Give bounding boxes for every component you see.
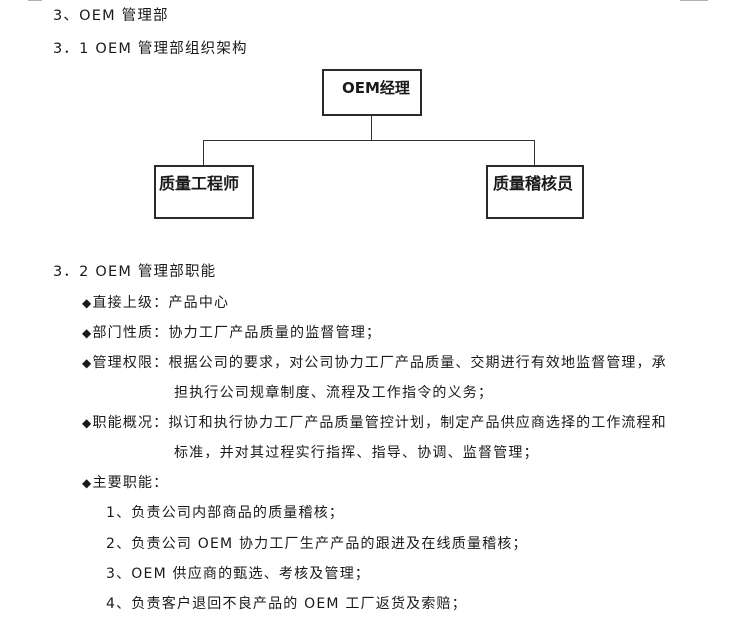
function-item-nature: ◆部门性质：协力工厂产品质量的监督管理； xyxy=(82,322,381,342)
org-box-quality-engineer: 质量工程师 xyxy=(154,165,254,219)
item-label: 管理权限： xyxy=(92,355,169,371)
item-label: 直接上级： xyxy=(92,295,169,311)
item-label: 部门性质： xyxy=(92,325,169,341)
connector-vertical-right xyxy=(534,140,535,166)
function-item-overview-cont: 标准，并对其过程实行指挥、指导、协调、监督管理； xyxy=(174,445,539,461)
diamond-bullet-icon: ◆ xyxy=(82,326,93,340)
function-item-authority: ◆管理权限：根据公司的要求，对公司协力工厂产品质量、交期进行有效地监督管理，承 xyxy=(82,352,667,372)
item-label: 主要职能： xyxy=(92,475,169,491)
item-text: 协力工厂产品质量的监督管理； xyxy=(168,325,382,341)
duty-item-1: 1、负责公司内部商品的质量稽核； xyxy=(106,505,345,521)
item-label: 职能概况： xyxy=(92,415,169,431)
function-item-authority-cont: 担执行公司规章制度、流程及工作指令的义务； xyxy=(174,385,494,401)
diamond-bullet-icon: ◆ xyxy=(82,296,93,310)
item-text: 根据公司的要求，对公司协力工厂产品质量、交期进行有效地监督管理，承 xyxy=(168,355,667,371)
function-item-overview: ◆职能概况：拟订和执行协力工厂产品质量管控计划，制定产品供应商选择的工作流程和 xyxy=(82,412,667,432)
org-box-oem-manager: OEM经理 xyxy=(322,69,422,116)
function-item-supervisor: ◆直接上级：产品中心 xyxy=(82,292,229,312)
diamond-bullet-icon: ◆ xyxy=(82,416,93,430)
diamond-bullet-icon: ◆ xyxy=(82,476,93,490)
org-label-oem-manager: OEM经理 xyxy=(342,79,410,97)
function-item-main-duties: ◆主要职能： xyxy=(82,472,168,492)
org-box-quality-auditor: 质量稽核员 xyxy=(486,165,584,219)
org-label-quality-engineer: 质量工程师 xyxy=(159,174,240,193)
diamond-bullet-icon: ◆ xyxy=(82,356,93,370)
duty-item-2: 2、负责公司 OEM 协力工厂生产产品的跟进及在线质量稽核； xyxy=(106,536,528,552)
connector-vertical-left xyxy=(203,140,204,166)
item-text: 产品中心 xyxy=(168,295,230,311)
subsection-functions: 3．2 OEM 管理部职能 xyxy=(53,264,217,280)
connector-horizontal xyxy=(203,140,535,141)
page-corner-mark-right xyxy=(680,0,708,1)
duty-item-3: 3、OEM 供应商的甄选、考核及管理； xyxy=(106,566,371,582)
item-text: 拟订和执行协力工厂产品质量管控计划，制定产品供应商选择的工作流程和 xyxy=(168,415,667,431)
connector-vertical-root xyxy=(371,116,372,141)
subsection-org-structure: 3．1 OEM 管理部组织架构 xyxy=(53,41,248,57)
duty-item-4: 4、负责客户退回不良产品的 OEM 工厂返货及索赔； xyxy=(106,596,467,612)
section-heading: 3、OEM 管理部 xyxy=(53,8,169,24)
page-corner-mark-left xyxy=(28,0,42,1)
org-label-quality-auditor: 质量稽核员 xyxy=(493,174,574,193)
